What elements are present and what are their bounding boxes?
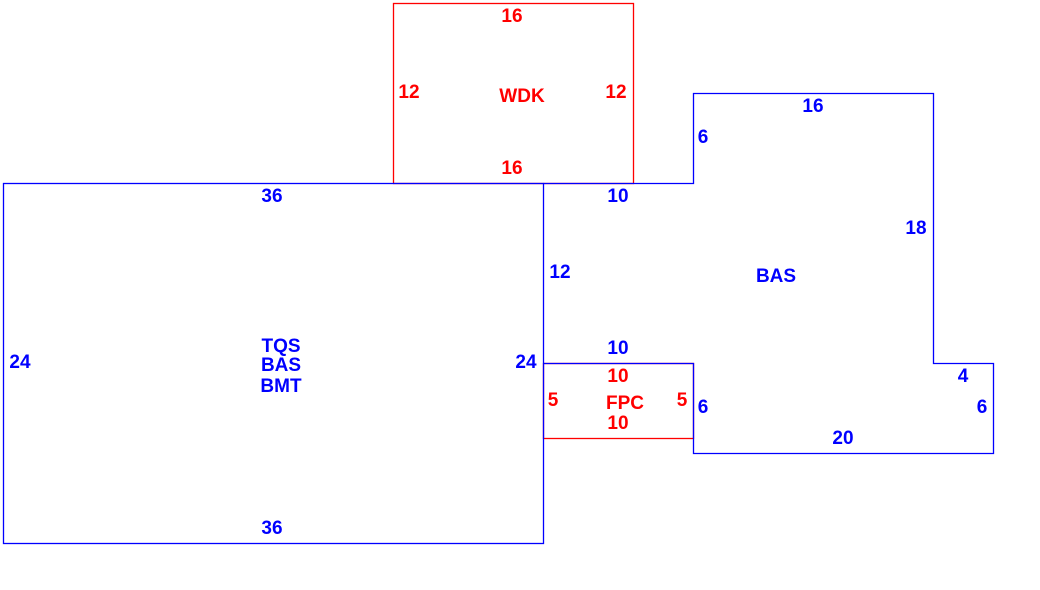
fpc-left-dim: 5 bbox=[548, 390, 559, 411]
main-left-dim: 24 bbox=[9, 352, 31, 373]
wdk-left-dim: 12 bbox=[398, 82, 419, 103]
bas-top-left-dim: 10 bbox=[607, 186, 628, 207]
bas-notch-top-dim: 4 bbox=[958, 366, 969, 387]
wdk-bottom-dim: 16 bbox=[501, 158, 522, 179]
bas-bottom-dim: 20 bbox=[832, 428, 853, 449]
bas-lower-left-dim: 10 bbox=[607, 338, 628, 359]
fpc-right-dim: 5 bbox=[677, 390, 688, 411]
wdk-right-dim: 12 bbox=[605, 82, 626, 103]
wdk-label: WDK bbox=[499, 86, 545, 107]
fpc-top-dim: 10 bbox=[607, 366, 628, 387]
main-code-3: BMT bbox=[260, 376, 302, 397]
main-code-2: BAS bbox=[261, 355, 301, 376]
bas-area[interactable] bbox=[543, 92, 995, 455]
main-right-dim: 24 bbox=[515, 352, 537, 373]
bas-label: BAS bbox=[756, 266, 796, 287]
bas-step-dim: 6 bbox=[698, 127, 709, 148]
bas-top-dim: 16 bbox=[802, 96, 823, 117]
main-code-1: TQS bbox=[261, 336, 300, 357]
bas-right-dim: 18 bbox=[905, 218, 926, 239]
bas-left-dim: 12 bbox=[549, 262, 570, 283]
main-bottom-dim: 36 bbox=[261, 518, 282, 539]
bas-inner-left-dim: 6 bbox=[698, 397, 709, 418]
wdk-top-dim: 16 bbox=[501, 6, 522, 27]
bas-notch-right-dim: 6 bbox=[977, 397, 988, 418]
fpc-bottom-dim: 10 bbox=[607, 413, 628, 434]
main-top-dim: 36 bbox=[261, 186, 282, 207]
fpc-label: FPC bbox=[606, 393, 644, 414]
